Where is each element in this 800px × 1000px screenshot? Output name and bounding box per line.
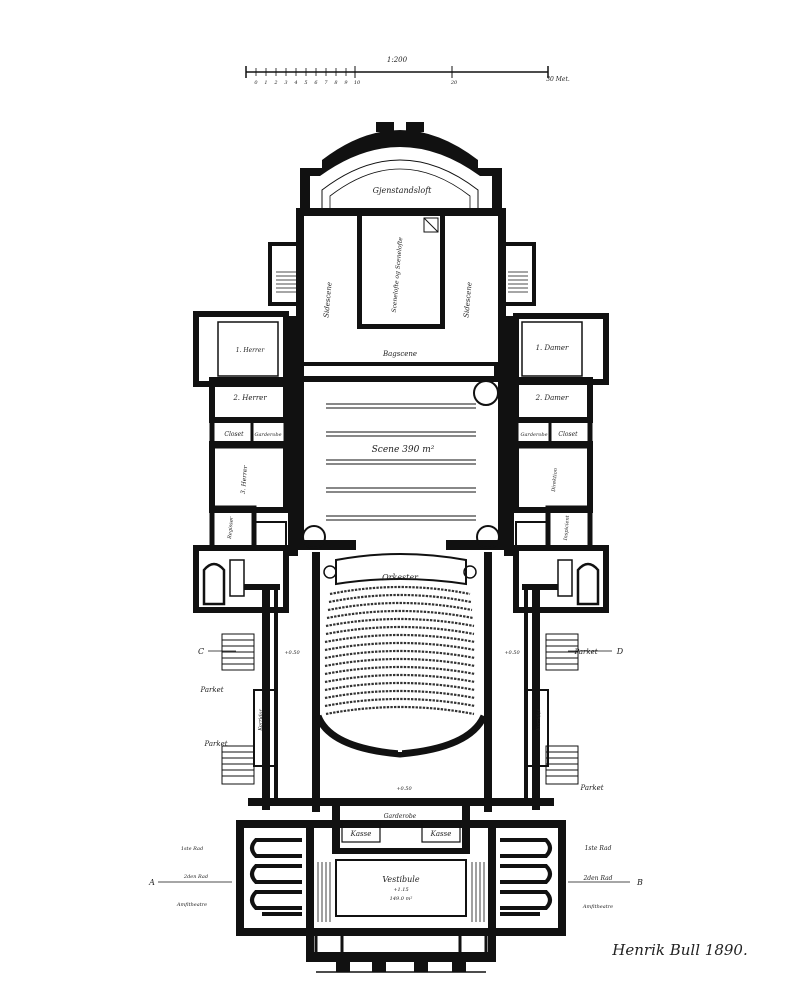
herrer3-label: 3. Herrer <box>240 464 250 494</box>
sidescene-left-label: Sidescene <box>322 282 333 319</box>
vestibule-label: Vestibule <box>382 875 419 884</box>
foyer-stairs-left <box>250 838 302 916</box>
scale-tick-7: 7 <box>324 80 328 86</box>
herrer2-label: 2. Herrer <box>232 394 267 402</box>
left-stairs <box>221 633 255 785</box>
bottom-left-1: 1ste Rad <box>181 846 203 852</box>
seating-back-wall <box>314 714 488 758</box>
korridor-right-label: Korridor <box>536 708 543 731</box>
damer2-label: 2. Damer <box>535 394 569 402</box>
scale-tick-20: 20 <box>450 80 458 86</box>
scale-tick-6: 6 <box>314 80 318 86</box>
stage <box>296 376 506 550</box>
section-a-label: A <box>148 878 155 887</box>
parket-left-1: Parket <box>199 686 223 694</box>
foyer <box>236 806 566 960</box>
foyer-stairs-right <box>500 838 552 916</box>
section-b-label: B <box>636 878 643 887</box>
orkester-label: Orkester <box>382 573 419 582</box>
damer1-label: 1. Damer <box>536 344 569 352</box>
right-stairs <box>545 633 579 785</box>
auditorium-shell <box>193 545 609 812</box>
level-right: +0.50 <box>504 650 520 656</box>
vestibule <box>317 859 485 922</box>
parket-right-1: Parket <box>573 648 597 656</box>
bottom-right-1: 1ste Rad <box>585 845 612 852</box>
scale-tick-4: 4 <box>293 80 297 86</box>
inspicient-label: Inspicient <box>563 514 571 542</box>
scale-label: 1:200 <box>387 56 408 64</box>
sidescene-right-label: Sidescene <box>462 282 473 319</box>
bottom-left-3: Amfitheatre <box>176 902 207 908</box>
scale-tick-1: 1 <box>264 80 267 86</box>
parket-left-2: Parket <box>203 740 227 748</box>
entrance-portico <box>306 928 496 973</box>
parket-seating <box>324 585 476 716</box>
scale-tick-3: 3 <box>284 80 287 86</box>
apse <box>300 122 502 212</box>
bottom-right-3: Amfitheatre <box>582 904 613 910</box>
bagscene-label: Bagscene <box>382 350 417 358</box>
sceneloft-label: Scenelofte og Scenelofte <box>391 236 405 312</box>
scale-tick-10: 10 <box>354 80 361 86</box>
scene-label: Scene 390 m² <box>372 445 435 455</box>
level-bottom: +0.50 <box>396 786 412 792</box>
kasse-right-label: Kasse <box>430 830 452 838</box>
section-d-label: D <box>616 647 624 656</box>
scale-bar: 1:200 0 1 2 3 4 5 6 7 8 9 10 20 30 Met. <box>245 56 570 86</box>
vestibule-area: 149.0 m² <box>390 896 413 902</box>
scale-tick-30: 30 Met. <box>546 76 570 83</box>
left-wing <box>193 242 302 556</box>
scale-tick-8: 8 <box>334 80 337 86</box>
garderobe-left-label: Garderobe <box>254 432 281 438</box>
garderobe-right-label: Garderobe <box>520 432 547 438</box>
section-c-label: C <box>198 647 204 656</box>
gjenstandsloft-label: Gjenstandsloft <box>373 186 433 195</box>
vestibule-level: +1.15 <box>393 887 408 893</box>
scale-tick-2: 2 <box>273 80 277 86</box>
herrer1-label: 1. Herrer <box>236 347 266 354</box>
garderobe-foyer-label: Garderobe <box>384 813 417 820</box>
level-left: +0.50 <box>284 650 300 656</box>
orchestra-pit <box>323 553 477 586</box>
korridor-left-label: Korridor <box>258 708 265 731</box>
direktion-label: Direktion <box>551 468 559 493</box>
scale-tick-5: 5 <box>304 80 307 86</box>
bottom-left-2: 2den Rad <box>183 874 208 880</box>
closet-right-label: Closet <box>558 431 578 438</box>
bottom-right-2: 2den Rad <box>582 875 612 882</box>
scale-tick-9: 9 <box>344 80 348 86</box>
right-wing <box>502 242 609 556</box>
regissor-label: Regissør <box>227 516 235 540</box>
architect-signature: Henrik Bull 1890. <box>611 941 747 959</box>
parket-right-2: Parket <box>579 784 603 792</box>
scale-tick-0: 0 <box>254 80 258 86</box>
closet-left-label: Closet <box>224 431 244 438</box>
kasse-left-label: Kasse <box>350 830 372 838</box>
